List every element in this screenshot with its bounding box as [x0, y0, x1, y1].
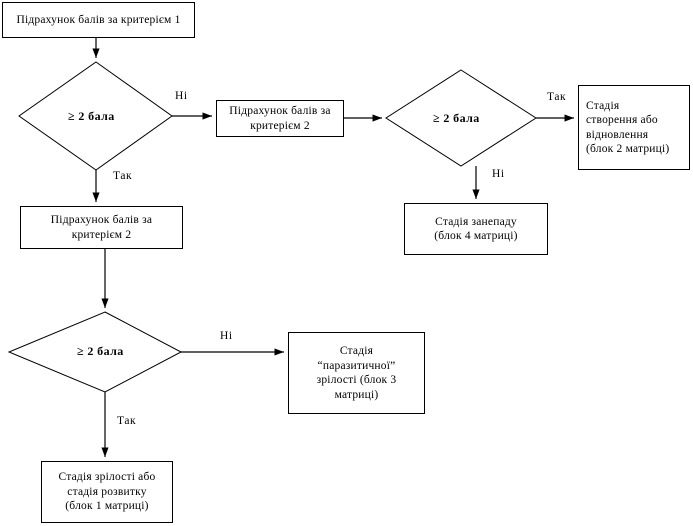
node-process-criterion-2-left[interactable]: Підрахунок балів за критерієм 2 — [20, 206, 183, 249]
line-2: “паразитичної” — [317, 359, 396, 372]
node-stage-maturity[interactable]: Стадія зрілості або стадія розвитку (бло… — [41, 461, 173, 523]
edge-label-decision3-yes: Так — [117, 415, 137, 427]
edge-label-decision3-no: Ні — [220, 330, 233, 342]
line-1: Стадія занепаду — [435, 215, 517, 228]
node-process-criterion-1[interactable]: Підрахунок балів за критерієм 1 — [2, 2, 195, 38]
node-process-criterion-2-right-label: Підрахунок балів за критерієм 2 — [217, 104, 343, 133]
line-3: (блок 1 матриці) — [65, 500, 149, 513]
node-process-criterion-2-right[interactable]: Підрахунок балів за критерієм 2 — [216, 100, 344, 137]
line-4: матриці) — [334, 388, 379, 401]
line-1: Стадія зрілості або — [58, 471, 156, 484]
line-3: зрілості (блок 3 — [316, 374, 397, 386]
line-1: Підрахунок балів за — [50, 214, 153, 226]
node-stage-decline[interactable]: Стадія занепаду (блок 4 матриці) — [404, 203, 548, 255]
line-2: (блок 4 матриці) — [434, 230, 518, 242]
node-stage-parasitic[interactable]: Стадія “паразитичної” зрілості (блок 3 м… — [288, 332, 425, 414]
line-1: Стадія — [339, 345, 374, 357]
node-process-criterion-2-left-label: Підрахунок балів за критерієм 2 — [21, 213, 182, 242]
line-2: стадія розвитку — [67, 485, 147, 498]
node-stage-decline-label: Стадія занепаду (блок 4 матриці) — [405, 215, 547, 244]
line-2: критерієм 2 — [250, 119, 310, 132]
line-1: Стадія — [586, 99, 620, 112]
node-process-criterion-1-label: Підрахунок балів за критерієм 1 — [16, 13, 181, 26]
edge-label-decision2-no: Ні — [492, 168, 505, 180]
line-3: відновлення — [586, 128, 649, 141]
node-stage-creation[interactable]: Стадія створення або відновлення (блок 2… — [578, 85, 690, 170]
decision-3-label: ≥ 2 бала — [77, 344, 124, 358]
decision-1-label: ≥ 2 бала — [68, 109, 115, 123]
edge-label-decision1-yes: Так — [113, 170, 133, 182]
node-stage-maturity-label: Стадія зрілості або стадія розвитку (бло… — [42, 470, 172, 514]
node-stage-parasitic-label: Стадія “паразитичної” зрілості (блок 3 м… — [289, 344, 424, 402]
decision-2-label: ≥ 2 бала — [433, 111, 480, 125]
line-4: (блок 2 матриці) — [586, 143, 670, 155]
edge-label-decision2-yes: Так — [547, 91, 567, 103]
edge-label-decision1-no: Ні — [175, 90, 188, 102]
decision-2-shape — [385, 69, 537, 167]
line-1: Підрахунок балів за — [229, 105, 331, 117]
node-stage-creation-label: Стадія створення або відновлення (блок 2… — [579, 99, 689, 157]
line-2: критерієм 2 — [71, 228, 132, 241]
line-2: створення або — [586, 114, 658, 126]
